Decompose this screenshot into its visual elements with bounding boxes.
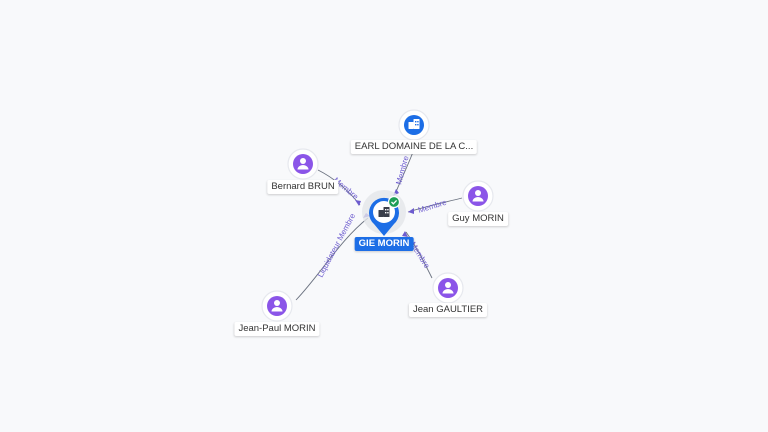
- node-bernard[interactable]: [287, 148, 319, 180]
- label-guy[interactable]: Guy MORIN: [448, 212, 508, 226]
- edge-jeanpaul: [295, 217, 369, 301]
- node-center[interactable]: [362, 190, 406, 236]
- node-gaultier[interactable]: [432, 272, 464, 304]
- person-icon: [297, 158, 309, 170]
- building-icon: [408, 119, 420, 129]
- building-icon: [378, 207, 390, 217]
- check-icon: [387, 195, 401, 209]
- node-earl[interactable]: [398, 109, 430, 141]
- edge-label-jeanpaul-text: Liquidateur Membre: [316, 211, 358, 279]
- label-earl[interactable]: EARL DOMAINE DE LA C...: [350, 140, 478, 154]
- person-icon: [271, 300, 283, 312]
- person-icon: [442, 282, 454, 294]
- arrow-bernard: [355, 200, 361, 206]
- edge-label-guy: Membre: [417, 198, 448, 215]
- edge-label-earl: Membre: [394, 154, 410, 185]
- node-jeanpaul[interactable]: [261, 290, 293, 322]
- label-gaultier[interactable]: Jean GAULTIER: [408, 303, 488, 317]
- person-icon: [472, 190, 484, 202]
- arrow-gaultier: [402, 231, 408, 237]
- edge-gaultier: [405, 231, 433, 279]
- node-guy[interactable]: [462, 180, 494, 212]
- arrow-guy: [408, 208, 414, 214]
- label-bernard[interactable]: Bernard BRUN: [267, 180, 339, 194]
- label-jeanpaul[interactable]: Jean-Paul MORIN: [234, 322, 320, 336]
- label-center[interactable]: GIE MORIN: [354, 237, 414, 251]
- edge-label-jeanpaul: Liquidateur Membre: [316, 211, 358, 279]
